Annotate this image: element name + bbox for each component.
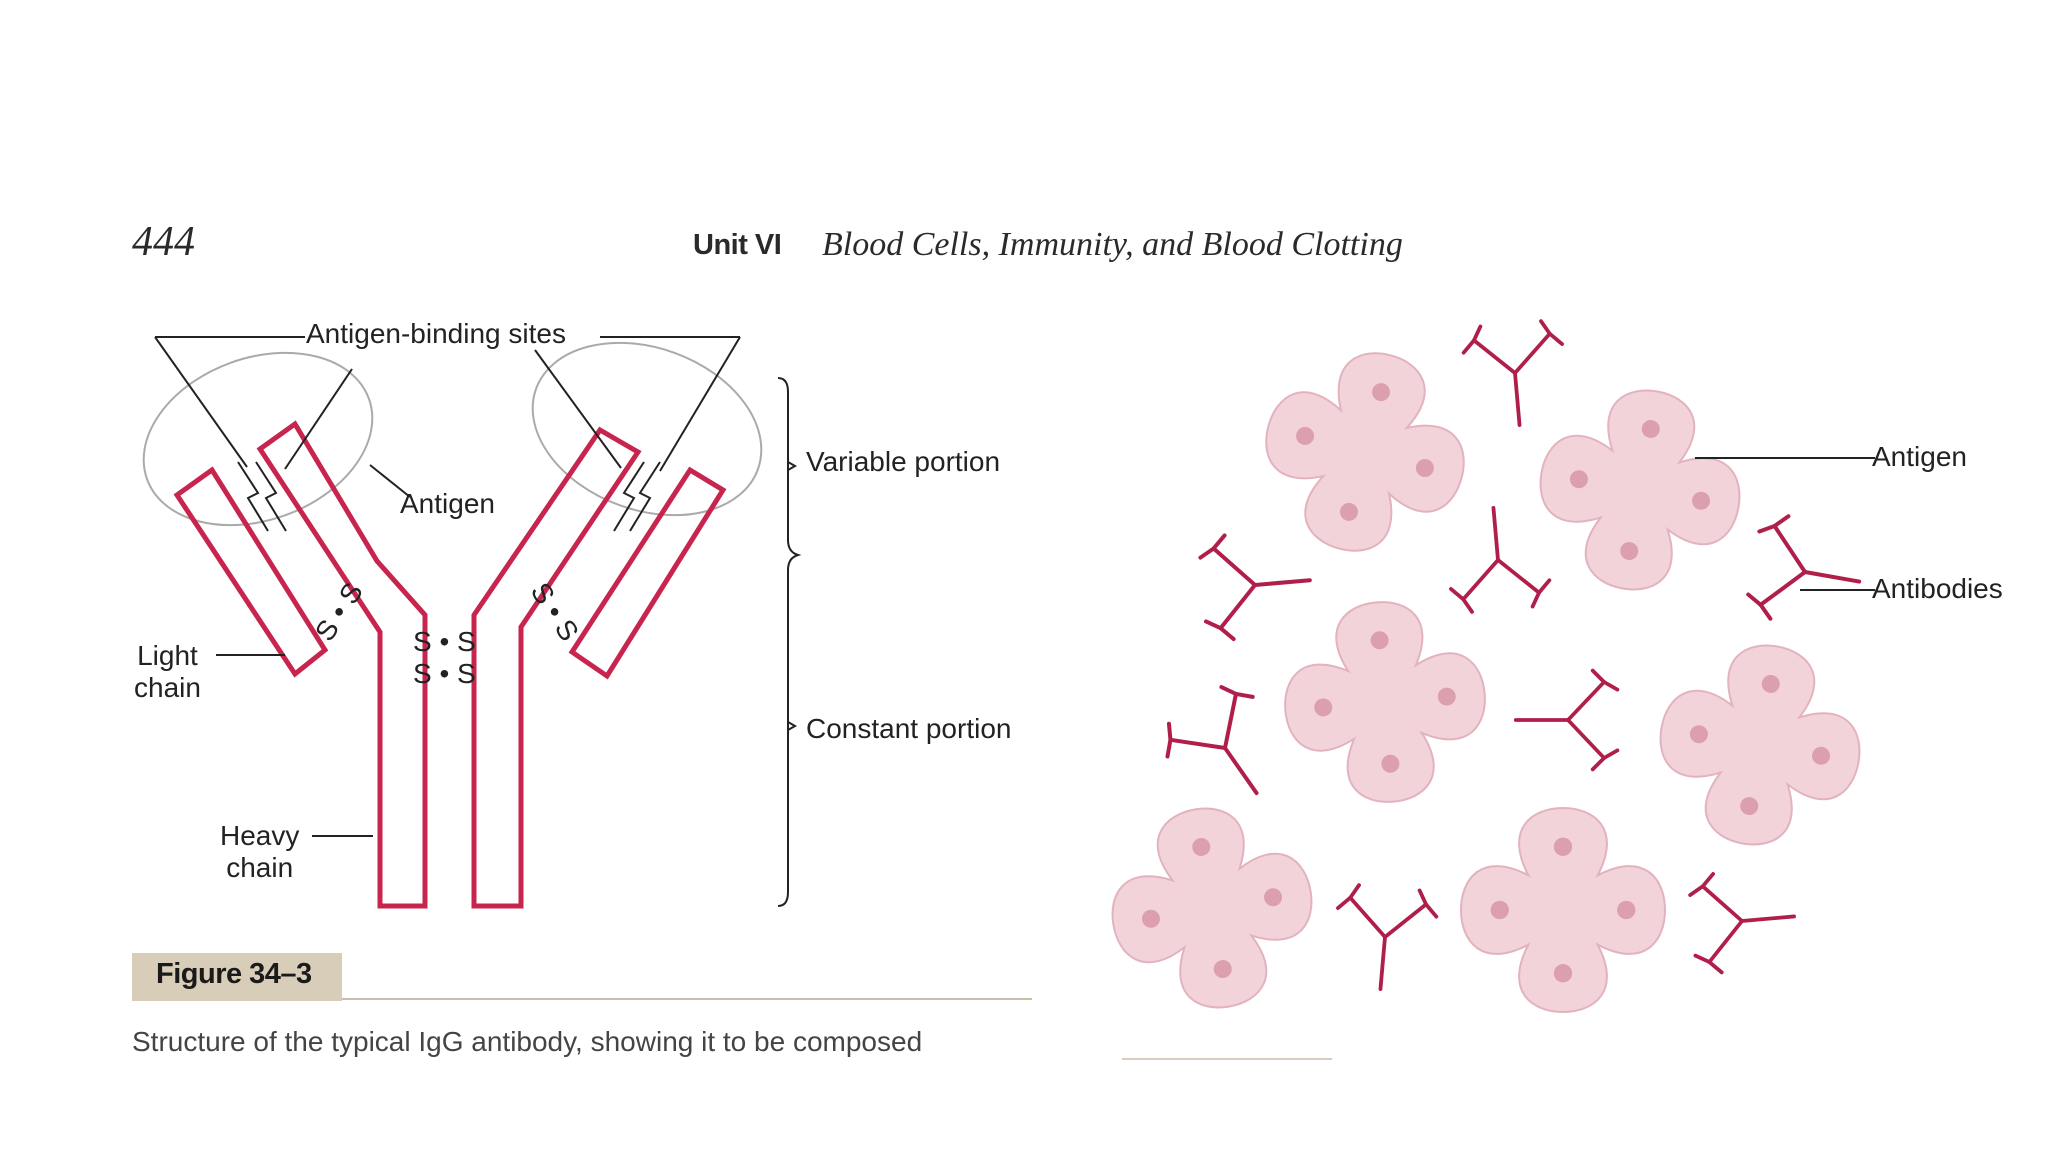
- light-chain-left: [173, 466, 329, 678]
- antibody-2: [1442, 501, 1554, 616]
- heavy-chain-left: [256, 420, 428, 909]
- antibody-6: [1513, 668, 1620, 772]
- antigen-particle-6: [1459, 806, 1667, 1014]
- unit-title: Blood Cells, Immunity, and Blood Clottin…: [822, 226, 1403, 263]
- figure-label: Figure 34–3: [156, 958, 312, 990]
- ss-bond-hinge-1: S • S: [413, 626, 476, 657]
- left-antigen-ellipse: [142, 351, 374, 527]
- heavy-chain-label: Heavy chain: [220, 820, 299, 884]
- antibody-4: [1742, 509, 1871, 635]
- antigen-binding-sites-label: Antigen-binding sites: [306, 318, 566, 349]
- unit-label: Unit VI: [693, 229, 782, 261]
- light-chain-label-line2: chain: [134, 672, 201, 703]
- light-chain-label-line1: Light: [137, 640, 198, 671]
- page-number: 444: [132, 219, 195, 265]
- light-chain-label: Light chain: [134, 640, 201, 704]
- antigen-particle-4: [1643, 628, 1877, 862]
- figure-caption: Structure of the typical IgG antibody, s…: [132, 1026, 923, 1057]
- antigen-particle-5: [1095, 791, 1329, 1025]
- figure-rule: [342, 998, 1032, 1000]
- variable-portion-label: Variable portion: [806, 446, 1001, 477]
- antigen-label-right: Antigen: [1872, 441, 1967, 472]
- antigen-label-left: Antigen: [400, 488, 495, 519]
- constant-portion-label: Constant portion: [806, 713, 1012, 744]
- antibody-8: [1686, 865, 1801, 977]
- antibody-5: [1150, 673, 1302, 825]
- light-chain-right: [568, 466, 727, 680]
- antigen-particle-1: [1241, 328, 1489, 576]
- antibody-1: [1459, 317, 1571, 432]
- ss-bond-hinge-2: S • S: [413, 658, 476, 689]
- heavy-chain-label-line1: Heavy: [220, 820, 300, 851]
- figure-label-background: [132, 953, 342, 1001]
- antigen-particle-3: [1275, 592, 1495, 812]
- antibody-7: [1329, 881, 1441, 996]
- heavy-chain-right: [471, 426, 642, 909]
- antigen-particle-2: [1523, 373, 1757, 607]
- antibody-3: [1196, 526, 1317, 644]
- right-figure-rule: [1122, 1058, 1332, 1060]
- heavy-chain-label-line2: chain: [226, 852, 294, 883]
- antibodies-label: Antibodies: [1872, 573, 2003, 604]
- right-antigen-ellipse: [531, 341, 763, 517]
